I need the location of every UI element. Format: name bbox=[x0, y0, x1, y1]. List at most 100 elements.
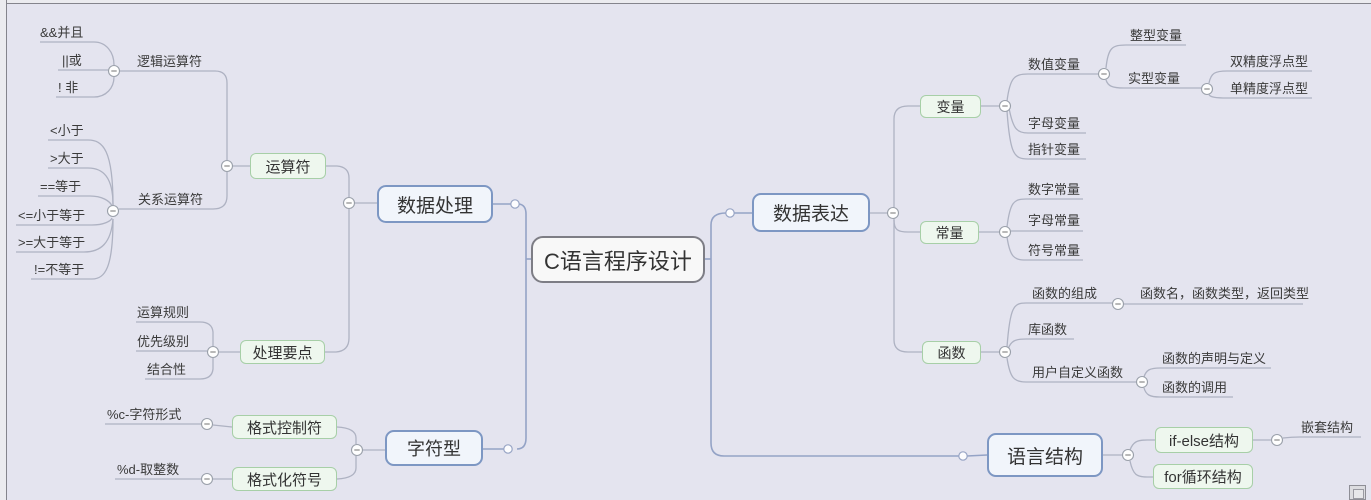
edge-call bbox=[1143, 387, 1233, 398]
collapse-toggle[interactable] bbox=[107, 64, 121, 78]
edge-gt bbox=[48, 167, 114, 206]
leaf-real-variable[interactable]: 实型变量 bbox=[1128, 71, 1181, 86]
leaf-single-precision[interactable]: 单精度浮点型 bbox=[1230, 81, 1309, 96]
edge-keypoints-up bbox=[325, 209, 350, 353]
node-data-processing[interactable]: 数据处理 bbox=[377, 185, 493, 223]
edge-right-vertical bbox=[710, 212, 959, 457]
window-frame-top bbox=[0, 0, 1371, 4]
collapse-toggle[interactable] bbox=[1135, 375, 1149, 389]
collapse-toggle[interactable] bbox=[200, 472, 214, 486]
edge-pointervar bbox=[1006, 110, 1086, 160]
node-function[interactable]: 函数 bbox=[922, 341, 981, 364]
edge-formatcontrol-right bbox=[336, 426, 357, 444]
leaf-gt[interactable]: >大于 bbox=[50, 151, 84, 166]
collapse-toggle[interactable] bbox=[350, 443, 364, 457]
edge-associativity bbox=[145, 358, 214, 380]
edge-left-vertical bbox=[516, 203, 527, 450]
node-format-control[interactable]: 格式控制符 bbox=[232, 415, 337, 439]
collapse-toggle[interactable] bbox=[886, 206, 900, 220]
window-frame-left bbox=[0, 0, 7, 500]
node-char-type[interactable]: 字符型 bbox=[385, 430, 483, 466]
node-format-symbol[interactable]: 格式化符号 bbox=[232, 467, 337, 491]
node-variable[interactable]: 变量 bbox=[920, 95, 981, 118]
leaf-numeric-variable[interactable]: 数值变量 bbox=[1028, 57, 1081, 72]
node-data-expression[interactable]: 数据表达 bbox=[752, 193, 870, 232]
leaf-number-constant[interactable]: 数字常量 bbox=[1028, 182, 1081, 197]
node-key-points[interactable]: 处理要点 bbox=[240, 340, 325, 364]
leaf-priority[interactable]: 优先级别 bbox=[137, 334, 190, 349]
leaf-and[interactable]: &&并且 bbox=[40, 25, 84, 40]
leaf-symbol-constant[interactable]: 符号常量 bbox=[1028, 243, 1081, 258]
edge-numericvar bbox=[1006, 73, 1098, 102]
scroll-corner-button[interactable] bbox=[1349, 485, 1366, 500]
collapse-toggle[interactable] bbox=[1270, 433, 1284, 447]
leaf-declaration-definition[interactable]: 函数的声明与定义 bbox=[1162, 351, 1267, 366]
scroll-corner-glyph bbox=[1353, 489, 1364, 499]
leaf-integer-variable[interactable]: 整型变量 bbox=[1130, 28, 1183, 43]
node-if-else[interactable]: if-else结构 bbox=[1155, 427, 1253, 453]
node-for-loop[interactable]: for循环结构 bbox=[1153, 464, 1253, 489]
collapse-toggle[interactable] bbox=[200, 417, 214, 431]
leaf-letter-variable[interactable]: 字母变量 bbox=[1028, 116, 1081, 131]
edge-connector bbox=[503, 444, 513, 454]
edge-ne bbox=[31, 218, 114, 280]
leaf-pct-c[interactable]: %c-字符形式 bbox=[107, 407, 182, 422]
edge-connector bbox=[725, 208, 735, 218]
leaf-logical-operators[interactable]: 逻辑运算符 bbox=[137, 54, 203, 69]
collapse-toggle[interactable] bbox=[1111, 297, 1125, 311]
node-constant[interactable]: 常量 bbox=[920, 221, 979, 244]
leaf-relational-operators[interactable]: 关系运算符 bbox=[138, 192, 204, 207]
leaf-pct-d[interactable]: %d-取整数 bbox=[117, 462, 180, 477]
leaf-eq[interactable]: ==等于 bbox=[40, 179, 82, 194]
collapse-toggle[interactable] bbox=[998, 99, 1012, 113]
edge-composition bbox=[1006, 302, 1112, 348]
leaf-lt[interactable]: <小于 bbox=[50, 123, 84, 138]
leaf-pointer-variable[interactable]: 指针变量 bbox=[1028, 142, 1081, 157]
edge-formatcontrol-left bbox=[212, 424, 233, 428]
edge-formatsymbol-right bbox=[336, 456, 357, 480]
leaf-operation-rules[interactable]: 运算规则 bbox=[137, 305, 190, 320]
edge-connector bbox=[510, 199, 520, 209]
leaf-nested-structure[interactable]: 嵌套结构 bbox=[1301, 420, 1354, 435]
collapse-toggle[interactable] bbox=[998, 225, 1012, 239]
collapse-toggle[interactable] bbox=[1200, 82, 1214, 96]
leaf-associativity[interactable]: 结合性 bbox=[147, 362, 187, 377]
collapse-toggle[interactable] bbox=[1097, 67, 1111, 81]
edge-relational-label bbox=[119, 172, 228, 210]
leaf-function-call[interactable]: 函数的调用 bbox=[1162, 380, 1228, 395]
node-root[interactable]: C语言程序设计 bbox=[531, 236, 705, 283]
leaf-le[interactable]: <=小于等于 bbox=[18, 208, 86, 223]
leaf-ge[interactable]: >=大于等于 bbox=[18, 235, 86, 250]
leaf-user-defined-function[interactable]: 用户自定义函数 bbox=[1032, 365, 1124, 380]
leaf-composition-detail[interactable]: 函数名，函数类型，返回类型 bbox=[1140, 286, 1310, 301]
edge-double bbox=[1208, 70, 1312, 84]
leaf-double-precision[interactable]: 双精度浮点型 bbox=[1230, 54, 1309, 69]
node-operators[interactable]: 运算符 bbox=[250, 153, 326, 179]
edge-rule bbox=[136, 321, 214, 346]
leaf-function-composition[interactable]: 函数的组成 bbox=[1032, 286, 1098, 301]
leaf-not[interactable]: ! 非 bbox=[58, 80, 79, 95]
edge-userdefined bbox=[1006, 357, 1136, 383]
edge-and bbox=[40, 41, 115, 66]
collapse-toggle[interactable] bbox=[220, 159, 234, 173]
edge-expression-vertical bbox=[893, 105, 922, 353]
edge-library bbox=[1007, 338, 1074, 350]
leaf-ne[interactable]: !=不等于 bbox=[34, 262, 85, 277]
collapse-toggle[interactable] bbox=[106, 204, 120, 218]
collapse-toggle[interactable] bbox=[342, 196, 356, 210]
edge-intvar bbox=[1105, 44, 1186, 69]
collapse-toggle[interactable] bbox=[206, 345, 220, 359]
node-language-structure[interactable]: 语言结构 bbox=[987, 433, 1103, 477]
edge-logical-label bbox=[120, 70, 228, 160]
edge-nested bbox=[1282, 436, 1361, 439]
edge-realvar bbox=[1105, 79, 1201, 89]
edge-single bbox=[1208, 94, 1312, 99]
collapse-toggle[interactable] bbox=[1121, 448, 1135, 462]
leaf-library-function[interactable]: 库函数 bbox=[1028, 322, 1068, 337]
leaf-letter-constant[interactable]: 字母常量 bbox=[1028, 213, 1081, 228]
edge-operators-up bbox=[325, 165, 350, 197]
collapse-toggle[interactable] bbox=[998, 345, 1012, 359]
leaf-or[interactable]: ||或 bbox=[62, 53, 82, 68]
edge-lt bbox=[48, 139, 114, 206]
